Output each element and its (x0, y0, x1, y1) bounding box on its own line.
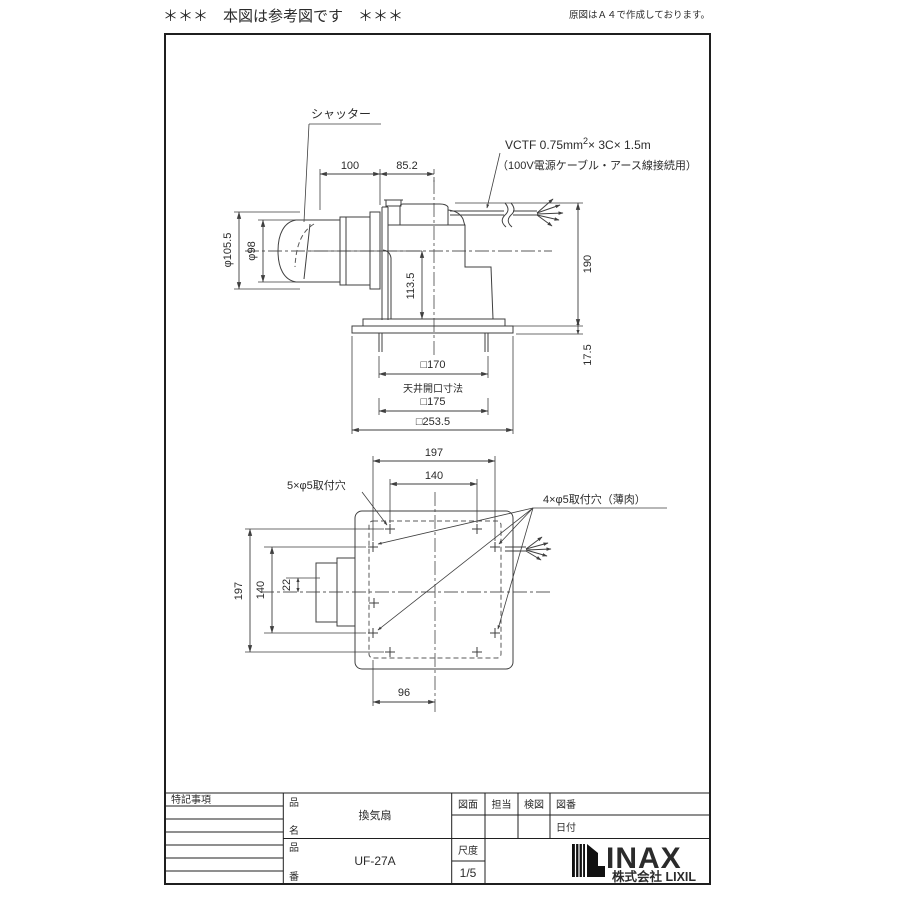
ceiling-collar (378, 333, 489, 352)
origin-note: 原図はＡ４で作成しております。 (569, 9, 710, 21)
duct-stub-inner (336, 557, 356, 627)
bv-dim-140l-label: 140 (255, 581, 267, 599)
dim-bottom-squares: □170 天井開口寸法 □175 □253.5 (351, 336, 514, 434)
dim-100-label: 100 (341, 160, 359, 172)
charge-label: 担当 (492, 798, 512, 811)
company-name: 株式会社 LIXIL (612, 869, 696, 884)
check-label: 検図 (524, 798, 544, 811)
dim-17-label: 17.5 (582, 344, 594, 365)
shutter-label: シャッター (311, 107, 371, 121)
scale-label: 尺度 (458, 844, 478, 857)
dim-113-label: 113.5 (405, 273, 417, 300)
dim-phi98-label: φ98 (246, 241, 258, 260)
bv-dim-96-label: 96 (398, 687, 410, 699)
dim-right: 190 17.5 (455, 202, 594, 366)
holes-5xphi5 (369, 524, 482, 657)
duct-stub-outer (315, 562, 338, 623)
dim-85-label: 85.2 (396, 160, 417, 172)
elbow-hidden-line (294, 223, 315, 268)
flange-outline (354, 510, 514, 670)
inax-logo: INAX 株式会社 LIXIL (572, 842, 696, 884)
duct-collar (369, 211, 381, 290)
product-name-value: 換気扇 (359, 808, 392, 822)
inax-logo-text: INAX (606, 842, 682, 875)
side-view: シャッター VCTF 0.75mm2× 3C× 1.5m （100V電源ケーブル… (222, 107, 697, 434)
bv-cable (505, 536, 552, 561)
date-label: 日付 (556, 821, 576, 834)
motor-outline (399, 203, 449, 225)
number-label-top: 品 (289, 842, 299, 854)
drawing-label: 図面 (458, 799, 478, 811)
bv-dim-left: 197 140 22 (233, 528, 384, 653)
inax-logo-mark (572, 844, 605, 877)
notes-label: 特記事項 (171, 793, 211, 806)
dim-100-85: 100 85.2 (319, 160, 435, 210)
bottom-view: 5×φ5取付穴 4×φ5取付穴（薄肉） 197 140 197 140 22 (233, 447, 667, 712)
dim-113: 113.5 (310, 250, 425, 320)
body-hidden-outline (368, 520, 502, 659)
holes4-label: 4×φ5取付穴（薄肉） (543, 492, 646, 506)
cable-usage-label: （100V電源ケーブル・アース線接続用） (497, 158, 697, 172)
holes-4xphi5 (368, 542, 500, 638)
bv-dim-140t-label: 140 (425, 470, 443, 482)
product-number-value: UF-27A (354, 854, 395, 868)
dim-sq170-label: □170 (421, 359, 446, 371)
title-block: 特記事項 品 名 換気扇 品 番 UF-27A 図面 尺度 1/5 担当 検図 … (165, 792, 710, 884)
dim-phi105-label: φ105.5 (222, 233, 234, 268)
bv-dim-22-label: 22 (281, 579, 293, 591)
drawing-frame (164, 33, 711, 885)
shutter-vane (303, 223, 311, 280)
bv-dim-96: 96 (372, 660, 436, 706)
power-cable (450, 198, 564, 228)
name-label-top: 品 (289, 797, 299, 809)
mounting-bracket (381, 206, 389, 320)
name-label-bottom: 名 (289, 824, 299, 837)
dim-190-label: 190 (582, 255, 594, 273)
cable-spec-label: VCTF 0.75mm2× 3C× 1.5m (505, 136, 651, 152)
bv-dim-top: 197 140 (372, 447, 496, 541)
dim-sq253-label: □253.5 (416, 416, 450, 428)
bv-dim-197t-label: 197 (425, 447, 443, 459)
number-label-bottom: 番 (289, 871, 299, 883)
body-outline (388, 224, 494, 320)
dim-diameters: φ105.5 φ98 (222, 211, 300, 290)
flange-lower-plate (351, 325, 514, 334)
bv-dim-197l-label: 197 (233, 582, 245, 600)
drawing-no-label: 図番 (556, 799, 576, 811)
scale-value: 1/5 (460, 866, 477, 880)
holes5-label: 5×φ5取付穴 (287, 478, 346, 492)
ceiling-opening-label: 天井開口寸法 (403, 382, 463, 395)
dim-sq175-label: □175 (421, 396, 446, 408)
reference-note: ＊＊＊ 本図は参考図です ＊＊＊ (163, 8, 403, 25)
